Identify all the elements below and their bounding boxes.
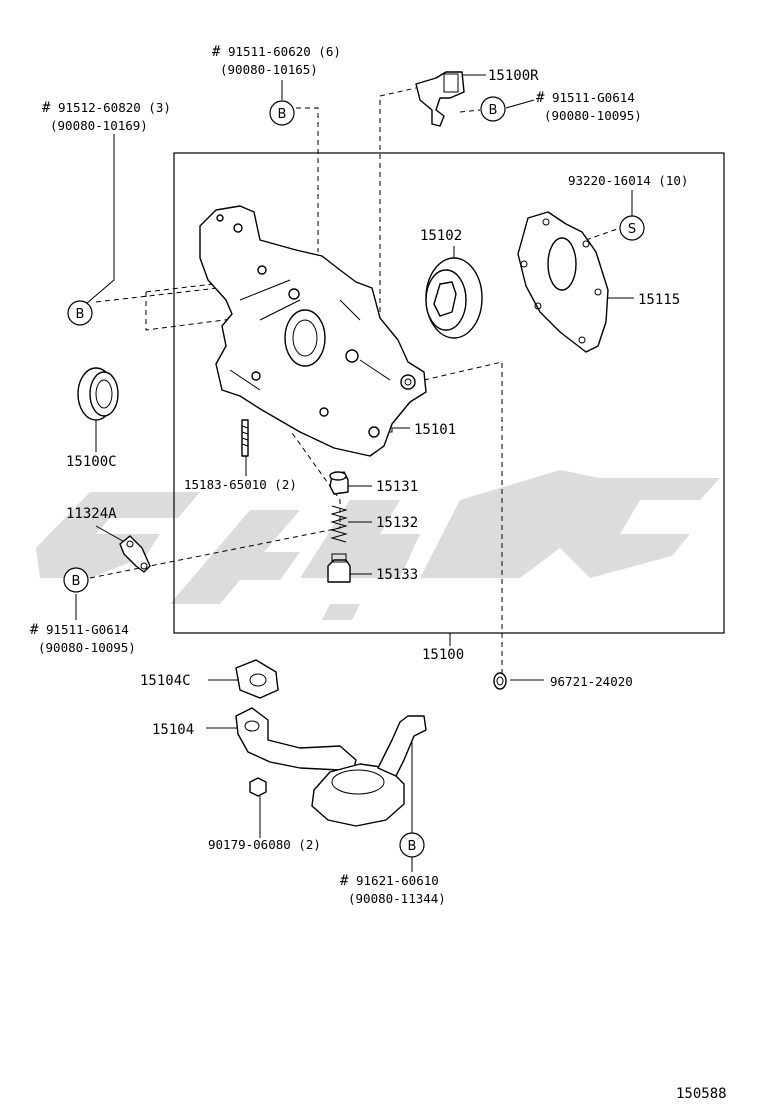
label-15115: 15115 xyxy=(638,292,680,308)
svg-text:B: B xyxy=(76,307,85,322)
label-11324A: 11324A xyxy=(66,506,117,522)
stud-bolt xyxy=(241,419,249,457)
sensor-bracket xyxy=(119,535,151,573)
label-b2-num: 91512-60820 (3) xyxy=(58,100,171,115)
label-15100R: 15100R xyxy=(488,68,539,84)
relief-valve xyxy=(329,471,349,495)
label-96721: 96721-24020 xyxy=(550,674,633,689)
svg-text:S: S xyxy=(628,222,636,237)
label-b4-num: 91511-G0614 xyxy=(46,622,129,637)
label-b3-num: 91511-G0614 xyxy=(552,90,635,105)
relief-spring xyxy=(330,505,348,543)
assembly-frame xyxy=(173,152,725,634)
oil-pump-cover xyxy=(517,211,609,353)
relief-plug xyxy=(327,553,351,583)
label-15104: 15104 xyxy=(152,722,194,738)
bubble-b-strainer: B xyxy=(399,832,425,858)
label-15183: 15183-65010 (2) xyxy=(184,477,297,492)
bubble-b-left: B xyxy=(67,300,93,326)
oil-pump-rotor xyxy=(425,257,483,339)
label-b1-hash: # xyxy=(212,44,221,60)
label-93220: 93220-16014 (10) xyxy=(568,173,688,188)
oil-pump-body xyxy=(199,205,427,457)
label-15131: 15131 xyxy=(376,479,418,495)
reference-lines xyxy=(89,87,621,680)
svg-text:B: B xyxy=(278,107,287,122)
label-15100: 15100 xyxy=(422,647,464,663)
label-b1-alt: (90080-10165) xyxy=(220,62,318,77)
label-b5-alt: (90080-11344) xyxy=(348,891,446,906)
bubble-s: S xyxy=(619,215,645,241)
svg-text:B: B xyxy=(72,574,81,589)
watermark-logo xyxy=(36,470,720,620)
label-15133: 15133 xyxy=(376,567,418,583)
oil-strainer xyxy=(235,707,427,827)
figure-number: 150588 xyxy=(676,1086,727,1102)
label-b2-hash: # xyxy=(42,100,51,116)
label-b2-alt: (90080-10169) xyxy=(50,118,148,133)
oil-seal xyxy=(77,367,119,421)
label-90179: 90179-06080 (2) xyxy=(208,837,321,852)
label-15102: 15102 xyxy=(420,228,462,244)
label-15132: 15132 xyxy=(376,515,418,531)
label-b3-alt: (90080-10095) xyxy=(544,108,642,123)
bubble-b-top: B xyxy=(269,100,295,126)
strainer-nut xyxy=(249,777,267,797)
strainer-gasket xyxy=(235,659,279,699)
crank-position-sensor xyxy=(415,71,465,127)
bubble-b-sensor: B xyxy=(480,96,506,122)
label-b1-num: 91511-60620 (6) xyxy=(228,44,341,59)
label-b4-hash: # xyxy=(30,622,39,638)
label-15101: 15101 xyxy=(414,422,456,438)
label-b3-hash: # xyxy=(536,90,545,106)
svg-text:B: B xyxy=(408,839,417,854)
label-b4-alt: (90080-10095) xyxy=(38,640,136,655)
o-ring xyxy=(493,672,507,690)
bubble-b-bottom-left: B xyxy=(63,567,89,593)
label-b5-hash: # xyxy=(340,873,349,889)
label-15100C: 15100C xyxy=(66,454,117,470)
label-b5-num: 91621-60610 xyxy=(356,873,439,888)
part-labels: 15100R # 91511-60620 (6) (90080-10165) #… xyxy=(30,44,727,1102)
svg-text:B: B xyxy=(489,103,498,118)
label-15104C: 15104C xyxy=(140,673,191,689)
